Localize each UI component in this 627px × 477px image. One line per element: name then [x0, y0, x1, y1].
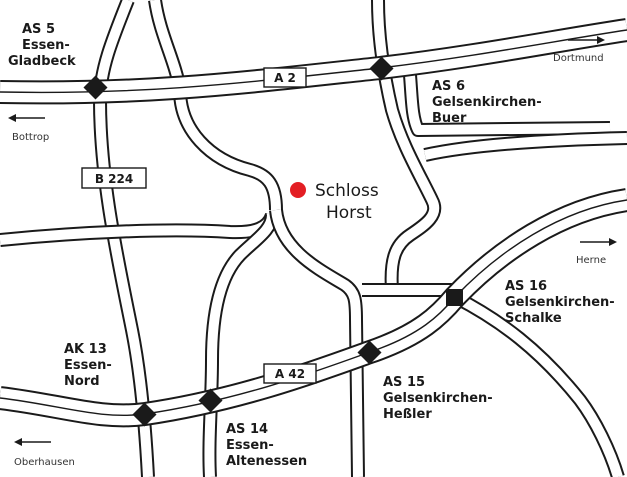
arrow-left-icon: [8, 114, 45, 122]
direction-herne-label: Herne: [576, 255, 606, 266]
poi-schloss-horst: Schloss Horst: [290, 181, 379, 223]
motorway-a2: [0, 18, 627, 105]
arrow-left-icon: [14, 438, 51, 446]
label-as5-district: Gladbeck: [8, 54, 76, 69]
label-as14-city: Essen-: [226, 438, 274, 453]
junction-as6-marker: [369, 56, 394, 81]
label-ak13: AK 13 Essen- Nord: [64, 342, 112, 389]
label-ak13-district: Nord: [64, 374, 100, 389]
label-as16: AS 16 Gelsenkirchen- Schalke: [505, 279, 615, 326]
shield-b224-label: B 224: [95, 172, 133, 186]
poi-label-line1: Schloss: [315, 181, 379, 201]
label-as6-district: Buer: [432, 111, 467, 126]
label-as16-number: AS 16: [505, 279, 547, 294]
label-as15-district: Heßler: [383, 407, 432, 422]
junction-as16-marker: [446, 289, 463, 306]
shield-b224: B 224: [81, 167, 147, 189]
label-as6-number: AS 6: [432, 79, 465, 94]
road-schalke-south-inner: [452, 292, 623, 477]
label-as5-number: AS 5: [22, 22, 55, 37]
interchanges: [83, 56, 463, 427]
direction-dortmund-label: Dortmund: [553, 53, 604, 64]
arrow-right-icon: [568, 36, 605, 44]
poi-marker-icon: [290, 182, 306, 198]
direction-bottrop-label: Bottrop: [12, 132, 49, 143]
label-as5-city: Essen-: [22, 38, 70, 53]
road-east-upper-inner: [423, 133, 627, 160]
label-as14-district: Altenessen: [226, 454, 307, 469]
shield-a2-label: A 2: [274, 71, 296, 85]
label-as6: AS 6 Gelsenkirchen- Buer: [432, 79, 542, 126]
shield-a42: A 42: [263, 363, 317, 384]
junction-as5-marker: [83, 75, 108, 100]
junction-as14-marker: [198, 388, 223, 413]
poi-label-line2: Horst: [326, 203, 372, 223]
label-as6-city: Gelsenkirchen-: [432, 95, 542, 110]
label-ak13-number: AK 13: [64, 342, 107, 357]
road-castle-loop: [269, 208, 365, 477]
shield-a2: A 2: [263, 67, 307, 88]
label-as15-city: Gelsenkirchen-: [383, 391, 493, 406]
road-loop-left-inner: [175, 89, 281, 211]
road-castle-loop-inner: [271, 209, 363, 477]
direction-bottrop: Bottrop: [8, 114, 49, 143]
label-as14-number: AS 14: [226, 422, 268, 437]
direction-dortmund: Dortmund: [553, 36, 605, 64]
direction-oberhausen: Oberhausen: [14, 438, 75, 468]
label-as15: AS 15 Gelsenkirchen- Heßler: [383, 375, 493, 422]
label-as5: AS 5 Essen- Gladbeck: [8, 22, 76, 69]
road-altenessen-inner: [204, 214, 277, 477]
label-as15-number: AS 15: [383, 375, 425, 390]
label-ak13-city: Essen-: [64, 358, 112, 373]
junction-as15-marker: [357, 340, 382, 365]
label-as16-city: Gelsenkirchen-: [505, 295, 615, 310]
label-as16-district: Schalke: [505, 311, 562, 326]
road-loop-left: [173, 89, 283, 211]
label-as14: AS 14 Essen- Altenessen: [226, 422, 307, 469]
direction-oberhausen-label: Oberhausen: [14, 457, 75, 468]
arrow-right-icon: [580, 238, 617, 246]
direction-herne: Herne: [576, 238, 617, 266]
junction-ak13-marker: [132, 402, 157, 427]
shield-a42-label: A 42: [275, 367, 305, 381]
road-buer-east-inner: [405, 74, 611, 135]
